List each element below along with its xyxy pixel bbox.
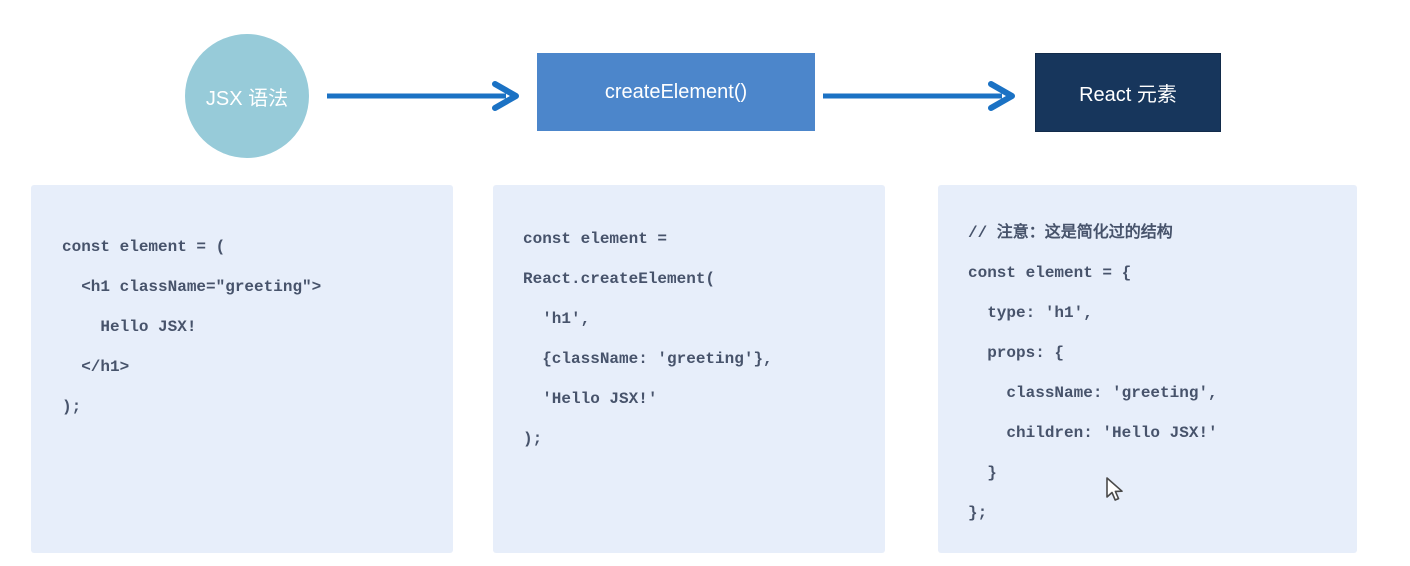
flow-node-jsx-syntax-label: JSX 语法	[205, 87, 289, 110]
flow-node-create-element: createElement()	[537, 53, 815, 131]
code-block-create-element: const element = React.createElement( 'h1…	[523, 230, 773, 448]
flow-node-create-element-label: createElement()	[604, 80, 748, 103]
code-block-react-element: // 注意：这是简化过的结构 const element = { type: '…	[968, 224, 1218, 522]
code-panel-jsx: const element = ( <h1 className="greetin…	[31, 185, 453, 553]
flow-node-jsx-syntax: JSX 语法	[185, 34, 309, 158]
code-panel-create-element: const element = React.createElement( 'h1…	[493, 185, 885, 553]
flow-node-react-element: React 元素	[1035, 53, 1221, 132]
code-panel-react-element: // 注意：这是简化过的结构 const element = { type: '…	[938, 185, 1357, 553]
arrow-right-icon	[819, 80, 1024, 112]
code-block-jsx: const element = ( <h1 className="greetin…	[62, 238, 322, 416]
flow-node-react-element-label: React 元素	[1079, 84, 1177, 106]
mouse-cursor-icon	[1104, 477, 1126, 503]
arrow-right-icon	[323, 80, 528, 112]
